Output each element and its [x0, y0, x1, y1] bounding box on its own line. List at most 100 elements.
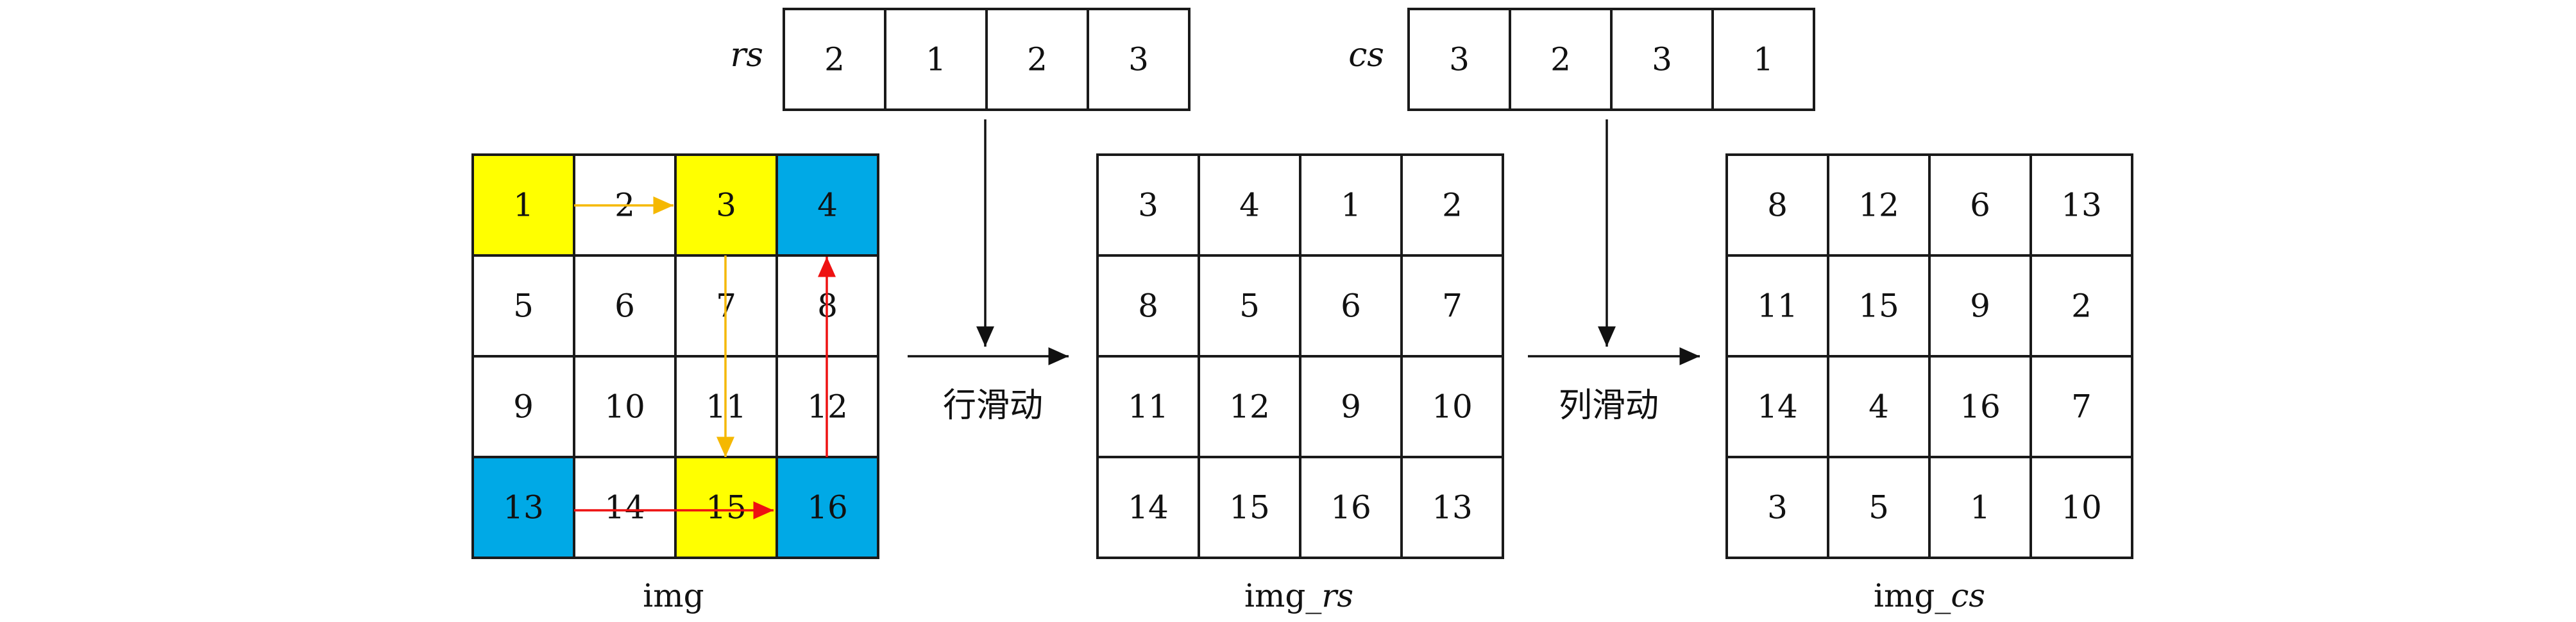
- rs-cell: [985, 8, 1089, 111]
- img-cs-cell: [1928, 254, 2032, 358]
- rs-cell-value: 1: [926, 41, 946, 78]
- img-cs-caption-var: cs: [1951, 577, 1985, 614]
- img-cell-value: 13: [503, 489, 544, 526]
- img-rs-cell-value: 6: [1341, 288, 1361, 325]
- img-cs-cell-value: 14: [1757, 388, 1798, 426]
- img-cs-cell: [1827, 456, 1931, 559]
- img-cell: [775, 153, 879, 257]
- img-rs-cell: [1299, 153, 1403, 257]
- img-rs-cell: [1400, 254, 1504, 358]
- img-cs-cell: [1928, 355, 2032, 458]
- img-grid: 12345678910111213141516 img: [471, 153, 879, 614]
- img-cs-cell-value: 13: [2061, 187, 2102, 224]
- rs-cell-value: 2: [824, 41, 845, 78]
- img-cell-value: 10: [604, 388, 645, 426]
- img-cs-cell-value: 12: [1858, 187, 1899, 224]
- img-cell: [471, 355, 575, 458]
- img-rs-cell-value: 5: [1239, 288, 1260, 325]
- img-cs-cell: [1725, 456, 1829, 559]
- img-rs-cell-value: 16: [1330, 489, 1371, 526]
- cs-cell-value: 3: [1652, 41, 1672, 78]
- img-cs-cell-value: 9: [1970, 288, 1990, 325]
- cs-vector-label: cs: [1348, 36, 1384, 74]
- img-cs-cell-value: 7: [2071, 388, 2092, 426]
- img-cs-cell-value: 3: [1767, 489, 1788, 526]
- img-rs-cell-value: 7: [1442, 288, 1462, 325]
- cs-cell: [1407, 8, 1511, 111]
- img-rs-cell-value: 11: [1128, 388, 1169, 426]
- img-cs-cell-value: 8: [1767, 187, 1788, 224]
- img-rs-cell-value: 8: [1138, 288, 1158, 325]
- img-cell-value: 16: [807, 489, 848, 526]
- img-cs-cell: [1928, 456, 2032, 559]
- img-cs-cell: [2029, 355, 2133, 458]
- img-cs-cell-value: 15: [1858, 288, 1899, 325]
- img-rs-cell: [1400, 456, 1504, 559]
- img-rs-cell: [1299, 355, 1403, 458]
- img-caption: img: [643, 577, 704, 614]
- rs-vector: rs 2 1 2 3: [730, 8, 1191, 111]
- cs-cell-value: 2: [1550, 41, 1571, 78]
- img-cell-value: 15: [706, 489, 747, 526]
- img-rs-caption: img_rs: [1244, 577, 1353, 614]
- img-cell: [573, 254, 677, 358]
- img-rs-cell: [1198, 254, 1301, 358]
- img-cs-caption: img_cs: [1874, 577, 1985, 614]
- img-rs-cell-value: 15: [1229, 489, 1270, 526]
- img-rs-cell: [1400, 153, 1504, 257]
- img-rs-cell: [1096, 456, 1200, 559]
- rs-cell: [783, 8, 886, 111]
- cs-cell: [1509, 8, 1613, 111]
- cs-cell: [1610, 8, 1714, 111]
- img-cell-value: 3: [716, 187, 736, 224]
- col-slide-label: 列滑动: [1559, 386, 1659, 425]
- cs-vector: cs 3 2 3 1: [1348, 8, 1815, 111]
- rs-vector-label: rs: [730, 36, 763, 74]
- img-rs-caption-var: rs: [1321, 577, 1353, 614]
- row-slide-label: 行滑动: [943, 386, 1043, 425]
- img-cell: [775, 456, 879, 559]
- img-cs-cell-value: 10: [2061, 489, 2102, 526]
- img-cell: [471, 456, 575, 559]
- img-cs-cell-value: 11: [1757, 288, 1798, 325]
- img-cs-cell-value: 2: [2071, 288, 2092, 325]
- cs-cell-value: 3: [1449, 41, 1470, 78]
- img-cell-value: 6: [614, 288, 635, 325]
- img-cs-cell: [1827, 355, 1931, 458]
- img-rs-cell-value: 1: [1341, 187, 1361, 224]
- img-cell: [471, 254, 575, 358]
- img-cs-cell-value: 6: [1970, 187, 1990, 224]
- img-cs-cell-value: 4: [1868, 388, 1889, 426]
- img-cs-cell: [1725, 254, 1829, 358]
- img-cs-cell-value: 1: [1970, 489, 1990, 526]
- img-cell-value: 14: [604, 489, 645, 526]
- img-cs-cell: [2029, 153, 2133, 257]
- cs-cell: [1711, 8, 1815, 111]
- img-rs-cell: [1096, 355, 1200, 458]
- img-cs-cell: [1928, 153, 2032, 257]
- img-rs-cell-value: 9: [1341, 388, 1361, 426]
- img-cs-cell-value: 16: [1960, 388, 2001, 426]
- img-cs-cell-value: 5: [1868, 489, 1889, 526]
- img-rs-cell-value: 10: [1432, 388, 1473, 426]
- img-cs-cell: [2029, 456, 2133, 559]
- img-rs-cell-value: 13: [1432, 489, 1473, 526]
- rs-cell-value: 2: [1027, 41, 1047, 78]
- img-rs-cell-value: 2: [1442, 187, 1462, 224]
- img-rs-cell-value: 12: [1229, 388, 1270, 426]
- img-cell-value: 9: [513, 388, 534, 426]
- cs-cell-value: 1: [1753, 41, 1774, 78]
- img-rs-cell-value: 3: [1138, 187, 1158, 224]
- img-cs-cell: [1725, 153, 1829, 257]
- img-cell-value: 4: [817, 187, 838, 224]
- img-cell: [573, 355, 677, 458]
- img-rs-cell: [1198, 456, 1301, 559]
- rs-cell: [884, 8, 988, 111]
- rs-cell-value: 3: [1128, 41, 1149, 78]
- img-rs-cell-value: 4: [1239, 187, 1260, 224]
- img-rs-caption-base: img_: [1244, 577, 1321, 614]
- img-cs-cell: [2029, 254, 2133, 358]
- img-rs-cell-value: 14: [1128, 489, 1169, 526]
